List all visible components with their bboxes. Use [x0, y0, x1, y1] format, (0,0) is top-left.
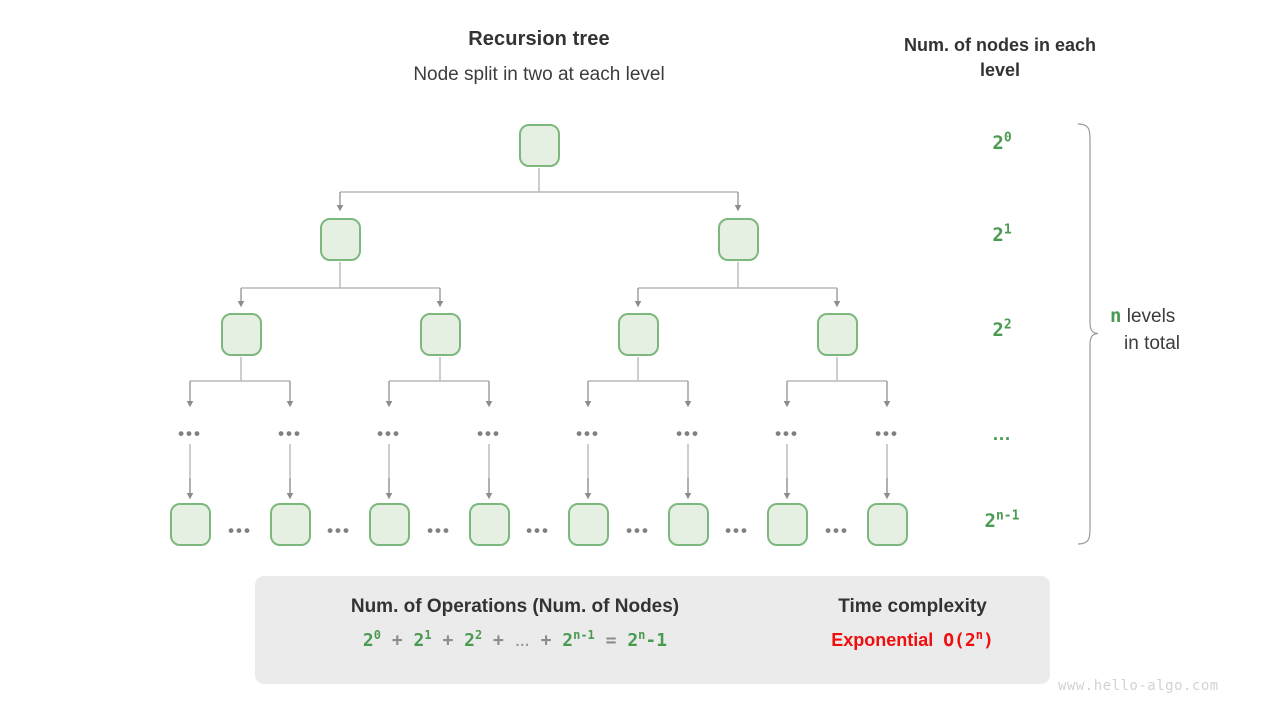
level-count-label-2: 22	[992, 317, 1012, 341]
formula-term-2: 22	[464, 628, 483, 651]
levels-line1: levels	[1121, 306, 1176, 327]
page-title: Recursion tree	[468, 28, 610, 50]
tree-node	[867, 503, 908, 546]
bottom-gap-ellipsis: •••	[725, 521, 749, 540]
time-complexity-block: Time complexity Exponential O(2n)	[790, 596, 1035, 651]
tree-node	[221, 313, 262, 356]
tree-edges	[189, 168, 888, 494]
tree-node	[369, 503, 410, 546]
tree-ellipsis: •••	[377, 424, 401, 443]
tree-node	[320, 218, 361, 261]
tree-edge-arrows	[186, 192, 891, 500]
bottom-gap-ellipsis: •••	[825, 521, 849, 540]
tree-node	[718, 218, 759, 261]
operations-block: Num. of Operations (Num. of Nodes) 20 + …	[275, 596, 755, 651]
time-complexity-value: Exponential O(2n)	[790, 628, 1035, 651]
formula-plus: +	[493, 630, 504, 651]
level-count-label-ellipsis: …	[992, 424, 1012, 445]
bottom-gap-ellipsis: •••	[228, 521, 252, 540]
tree-node	[568, 503, 609, 546]
tree-node	[519, 124, 560, 167]
tree-ellipsis: •••	[178, 424, 202, 443]
formula-plus: +	[540, 630, 552, 651]
tree-node	[170, 503, 211, 546]
level-count-label-last: 2n-1	[984, 508, 1020, 532]
tree-node	[270, 503, 311, 546]
formula-result: 2n-1	[627, 628, 668, 651]
tree-ellipsis: •••	[875, 424, 899, 443]
formula-ellipsis: …	[514, 633, 530, 650]
levels-total-annotation: n levels in total	[1110, 303, 1260, 357]
complexity-notation: O(2n)	[943, 628, 994, 651]
tree-ellipsis: •••	[576, 424, 600, 443]
tree-node	[668, 503, 709, 546]
bottom-gap-ellipsis: •••	[526, 521, 550, 540]
nodes-column-title: Num. of nodes in each level	[903, 35, 1097, 80]
operations-title: Num. of Operations (Num. of Nodes)	[350, 596, 680, 617]
formula-plus: +	[391, 630, 403, 651]
operations-formula: 20 + 21 + 22 + … + 2n-1 = 2n-1	[275, 628, 755, 651]
page-subtitle: Node split in two at each level	[413, 64, 665, 85]
formula-term-1: 21	[413, 628, 432, 651]
complexity-label: Exponential	[831, 630, 934, 650]
tree-ellipsis: •••	[775, 424, 799, 443]
tree-node	[420, 313, 461, 356]
levels-variable: n	[1110, 305, 1122, 327]
tree-nodes	[170, 124, 908, 546]
levels-brace	[1077, 123, 1099, 545]
level-count-label-0: 20	[992, 130, 1012, 154]
bottom-gap-ellipsis: •••	[327, 521, 351, 540]
level-count-label-1: 21	[992, 222, 1012, 246]
watermark: www.hello-algo.com	[1058, 678, 1219, 694]
time-complexity-title: Time complexity	[838, 596, 987, 617]
formula-term-0: 20	[362, 628, 381, 651]
formula-equals: =	[605, 630, 617, 651]
tree-node	[469, 503, 510, 546]
levels-line2: in total	[1124, 333, 1180, 354]
tree-ellipsis: •••	[278, 424, 302, 443]
summary-panel: Num. of Operations (Num. of Nodes) 20 + …	[255, 576, 1050, 684]
tree-ellipsis: •••	[676, 424, 700, 443]
tree-ellipsis: •••	[477, 424, 501, 443]
bottom-gap-ellipsis: •••	[427, 521, 451, 540]
bottom-gap-ellipsis: •••	[626, 521, 650, 540]
formula-term-3: 2n-1	[562, 628, 595, 651]
tree-node	[817, 313, 858, 356]
tree-node	[767, 503, 808, 546]
tree-node	[618, 313, 659, 356]
formula-plus: +	[442, 630, 454, 651]
